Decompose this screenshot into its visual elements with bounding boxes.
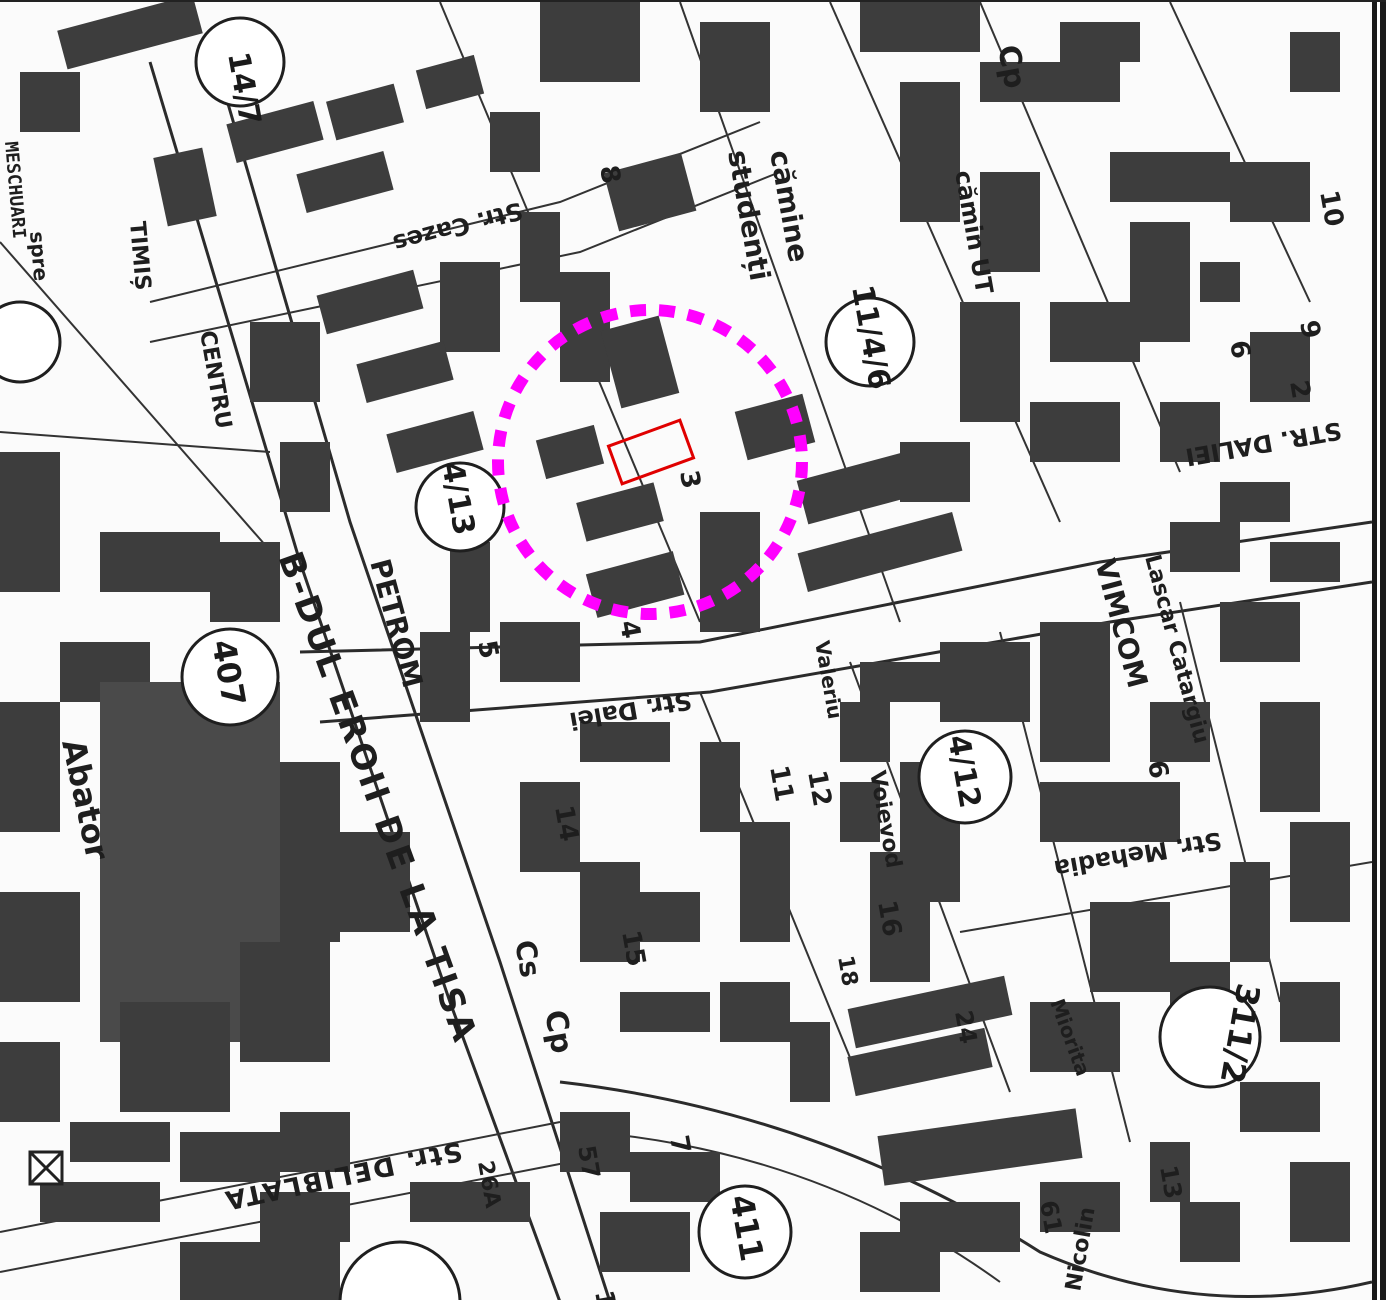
block-number: 18 (832, 954, 862, 989)
block-number: 1 (588, 1288, 621, 1300)
zone-circle-bottom (338, 1240, 462, 1300)
zone-circle-412 (917, 729, 1013, 825)
block-number: 13 (1154, 1163, 1187, 1201)
place-label-timis: TIMIȘ (124, 220, 155, 291)
block-number: 8 (593, 163, 626, 186)
block-number: 6 (1141, 758, 1174, 781)
place-label-cs: Cs (508, 937, 547, 979)
block-number: 61 (1034, 1198, 1067, 1236)
place-label-centru: CENTRU (194, 329, 236, 431)
street-label-cazes: Str. Cazes (390, 196, 526, 257)
zone-circle-1146 (824, 296, 916, 388)
block-number: 7 (663, 1133, 696, 1156)
place-label-cp-top: Cp (990, 42, 1032, 91)
block-number: 5 (471, 638, 504, 661)
street-label-valeriu: Valeriu (810, 639, 847, 721)
block-number: 57 (572, 1143, 605, 1181)
place-label-petrom: PETROM (363, 555, 429, 691)
highlight-circle (492, 304, 808, 620)
zone-circle-407 (180, 627, 280, 727)
zone-circle-3112 (1158, 985, 1262, 1089)
block-numbers: 8 9 6 2 10 5 4 3 14 11 12 15 16 18 6 13 … (471, 163, 1349, 1300)
block-number: 24 (949, 1008, 982, 1046)
block-number: 11 (763, 763, 799, 804)
block-number: 16 (871, 898, 907, 939)
cross-box-marker (28, 1150, 64, 1186)
block-number: 12 (801, 768, 837, 809)
map-right-border-inner (1377, 2, 1380, 1300)
block-number: 4 (613, 618, 646, 641)
zone-circle-4113 (414, 461, 506, 553)
place-label-meschuari: MESCHUARI (0, 141, 29, 240)
place-label-cp-bottom: Cp (537, 1007, 579, 1056)
block-number: 9 (1293, 318, 1326, 341)
block-number: 15 (615, 928, 651, 969)
zone-circle-411 (697, 1184, 793, 1280)
block-number: 6 (1223, 338, 1256, 361)
plot-rectangle (606, 418, 696, 486)
zone-circle-147 (194, 16, 286, 108)
place-label-spre: spre (25, 230, 53, 282)
block-number: 10 (1313, 188, 1349, 229)
zone-circle-left (0, 300, 62, 384)
zone-circles (0, 16, 1262, 1300)
block-number: 2 (1283, 378, 1316, 401)
block-number: 3 (673, 468, 706, 491)
building-blocks (0, 2, 1350, 1300)
block-number: 14 (548, 803, 584, 844)
